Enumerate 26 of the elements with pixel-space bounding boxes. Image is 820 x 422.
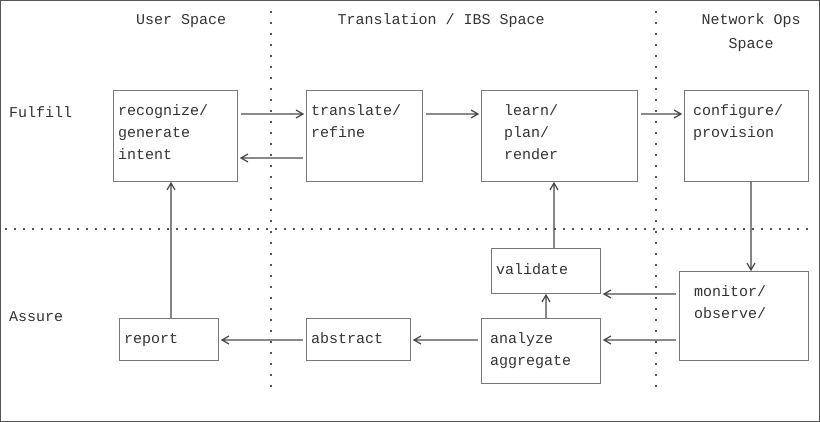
row-heading: Fulfill xyxy=(9,104,74,124)
column-heading: User Space xyxy=(134,11,227,31)
process-box: validate xyxy=(491,248,601,294)
arrow xyxy=(221,335,303,345)
process-box: abstract xyxy=(306,318,411,361)
process-box: configure/ provision xyxy=(684,90,809,182)
arrow xyxy=(603,335,676,345)
column-heading: Network Ops Space xyxy=(700,11,802,55)
arrow xyxy=(549,182,559,248)
arrow xyxy=(541,294,551,318)
row-heading: Assure xyxy=(9,308,64,328)
arrow xyxy=(166,182,176,318)
arrow xyxy=(603,289,676,299)
arrow xyxy=(426,109,479,119)
arrow xyxy=(241,109,304,119)
process-box: translate/ refine xyxy=(306,90,423,182)
arrow xyxy=(746,182,756,271)
process-box: analyze aggregate xyxy=(481,318,601,384)
process-box: report xyxy=(119,318,219,361)
arrow xyxy=(240,153,303,163)
process-box: recognize/ generate intent xyxy=(113,90,238,182)
process-box: monitor/ observe/ xyxy=(679,271,809,361)
column-heading: Translation / IBS Space xyxy=(336,11,546,31)
arrow xyxy=(413,335,478,345)
process-box: learn/ plan/ render xyxy=(481,90,638,182)
arrow xyxy=(641,109,682,119)
